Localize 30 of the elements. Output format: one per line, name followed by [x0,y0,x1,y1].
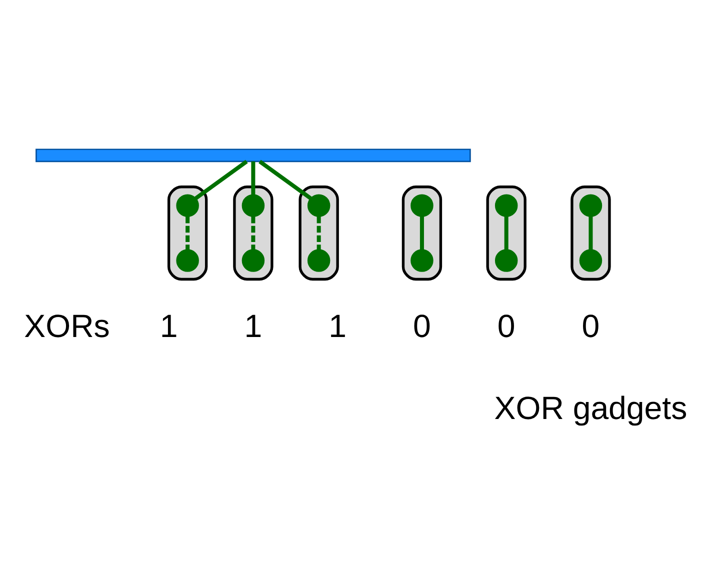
label: XOR gadgets [494,390,688,426]
node-circle [579,194,602,217]
node-circle [176,194,199,217]
cluster [402,186,442,281]
label: 1 [244,308,262,344]
cluster [486,186,526,281]
node-circle [242,249,265,272]
node-circle [307,194,330,217]
label: 0 [582,308,600,344]
node-circle [494,194,518,217]
label: 1 [160,308,178,344]
node-circle [579,249,602,272]
cluster [570,186,611,281]
label: 1 [328,308,347,344]
node-bar [36,148,471,162]
node-circle [410,249,434,272]
cluster [167,186,208,281]
label: XORs [24,308,110,344]
node-circle [242,194,265,217]
node-circle [494,249,518,272]
label: 0 [497,308,516,344]
connector [258,160,312,200]
node-circle [307,249,330,272]
connector [194,160,248,200]
node-circle [410,194,434,217]
cluster [233,186,274,281]
cluster [298,186,339,281]
connector [251,161,256,195]
node-circle [176,249,199,272]
label: 0 [413,308,431,344]
